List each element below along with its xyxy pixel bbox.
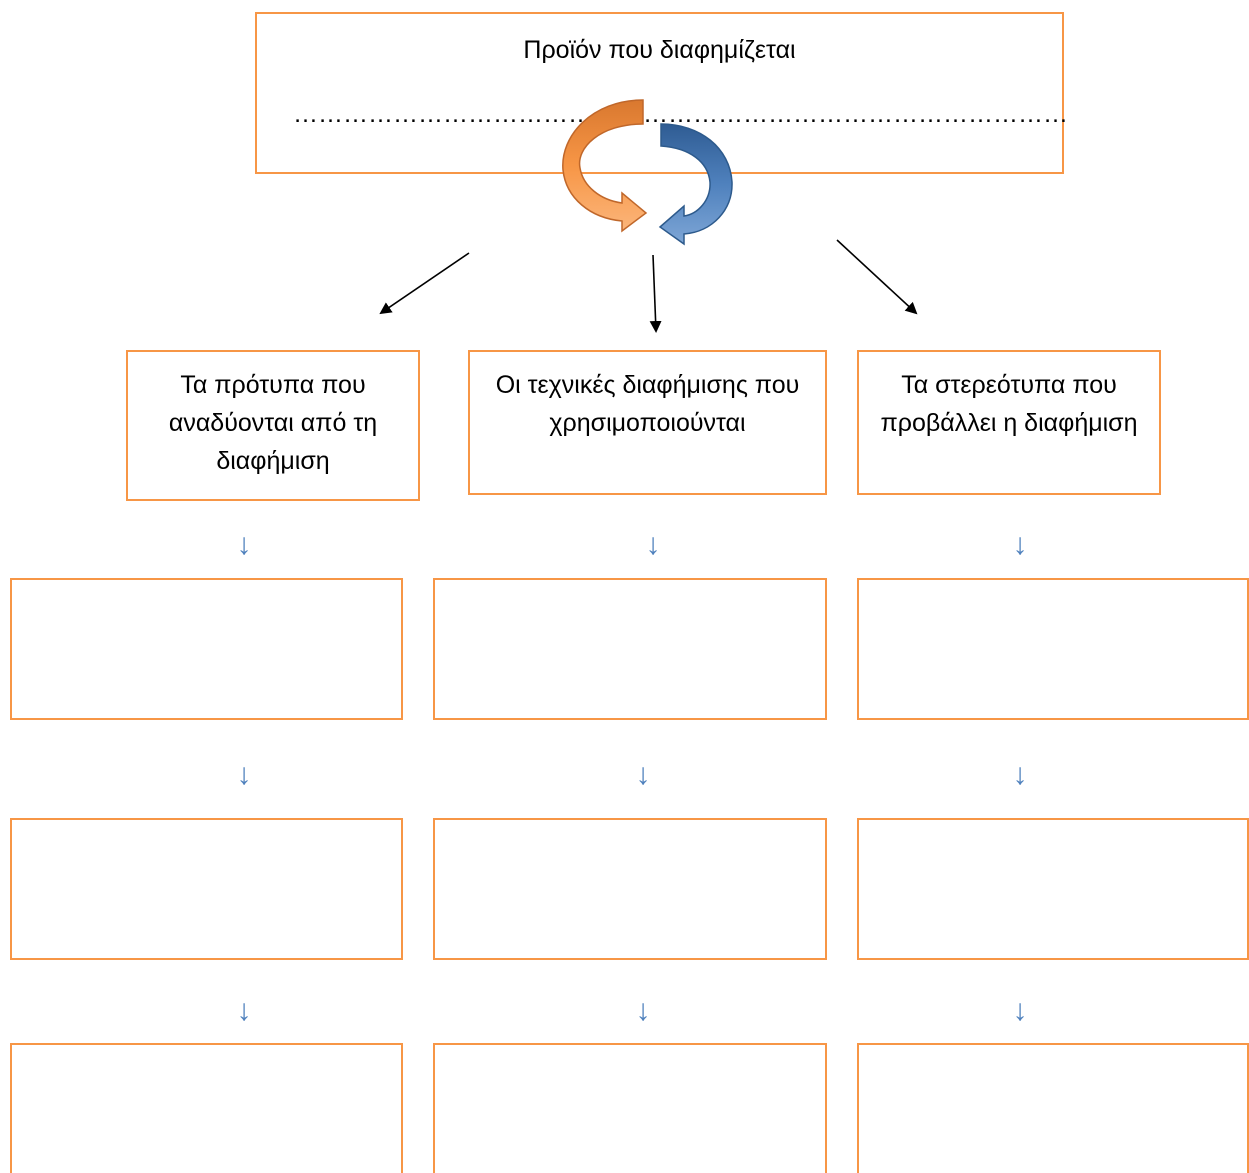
answer-box[interactable]: [10, 578, 403, 720]
answer-box[interactable]: [433, 818, 827, 960]
down-arrow-icon: ↓: [1012, 528, 1028, 561]
category-label: Τα στερεότυπα που προβάλλει η διαφήμιση: [880, 371, 1138, 437]
down-arrow-icon: ↓: [1012, 758, 1028, 791]
category-box-techniques: Οι τεχνικές διαφήμισης που χρησιμοποιούν…: [468, 350, 827, 495]
answer-box[interactable]: [10, 818, 403, 960]
product-label: Προϊόν που διαφημίζεται: [523, 36, 796, 64]
answer-box[interactable]: [857, 1043, 1249, 1173]
answer-box[interactable]: [857, 818, 1249, 960]
category-box-stereotypes: Τα στερεότυπα που προβάλλει η διαφήμιση: [857, 350, 1161, 495]
down-arrow-icon: ↓: [645, 528, 661, 561]
down-arrow-icon: ↓: [236, 994, 252, 1027]
product-box: Προϊόν που διαφημίζεται ……………………………………………: [255, 12, 1068, 174]
answer-box[interactable]: [857, 578, 1249, 720]
down-arrow-icon: ↓: [635, 994, 651, 1027]
answer-box[interactable]: [10, 1043, 403, 1173]
category-box-models: Τα πρότυπα που αναδύονται από τη διαφήμι…: [126, 350, 420, 501]
down-arrow-icon: ↓: [236, 758, 252, 791]
down-arrow-icon: ↓: [236, 528, 252, 561]
down-arrow-icon: ↓: [1012, 994, 1028, 1027]
category-label: Τα πρότυπα που αναδύονται από τη διαφήμι…: [168, 371, 378, 475]
product-placeholder[interactable]: …………………………………………………………………………………: [293, 100, 1068, 128]
connector-arrow-center: [649, 254, 662, 333]
connector-arrow-left: [379, 252, 470, 315]
answer-box[interactable]: [433, 578, 827, 720]
answer-box[interactable]: [433, 1043, 827, 1173]
down-arrow-icon: ↓: [635, 758, 651, 791]
category-label: Οι τεχνικές διαφήμισης που χρησιμοποιούν…: [495, 371, 800, 437]
connector-arrow-right: [836, 239, 918, 315]
